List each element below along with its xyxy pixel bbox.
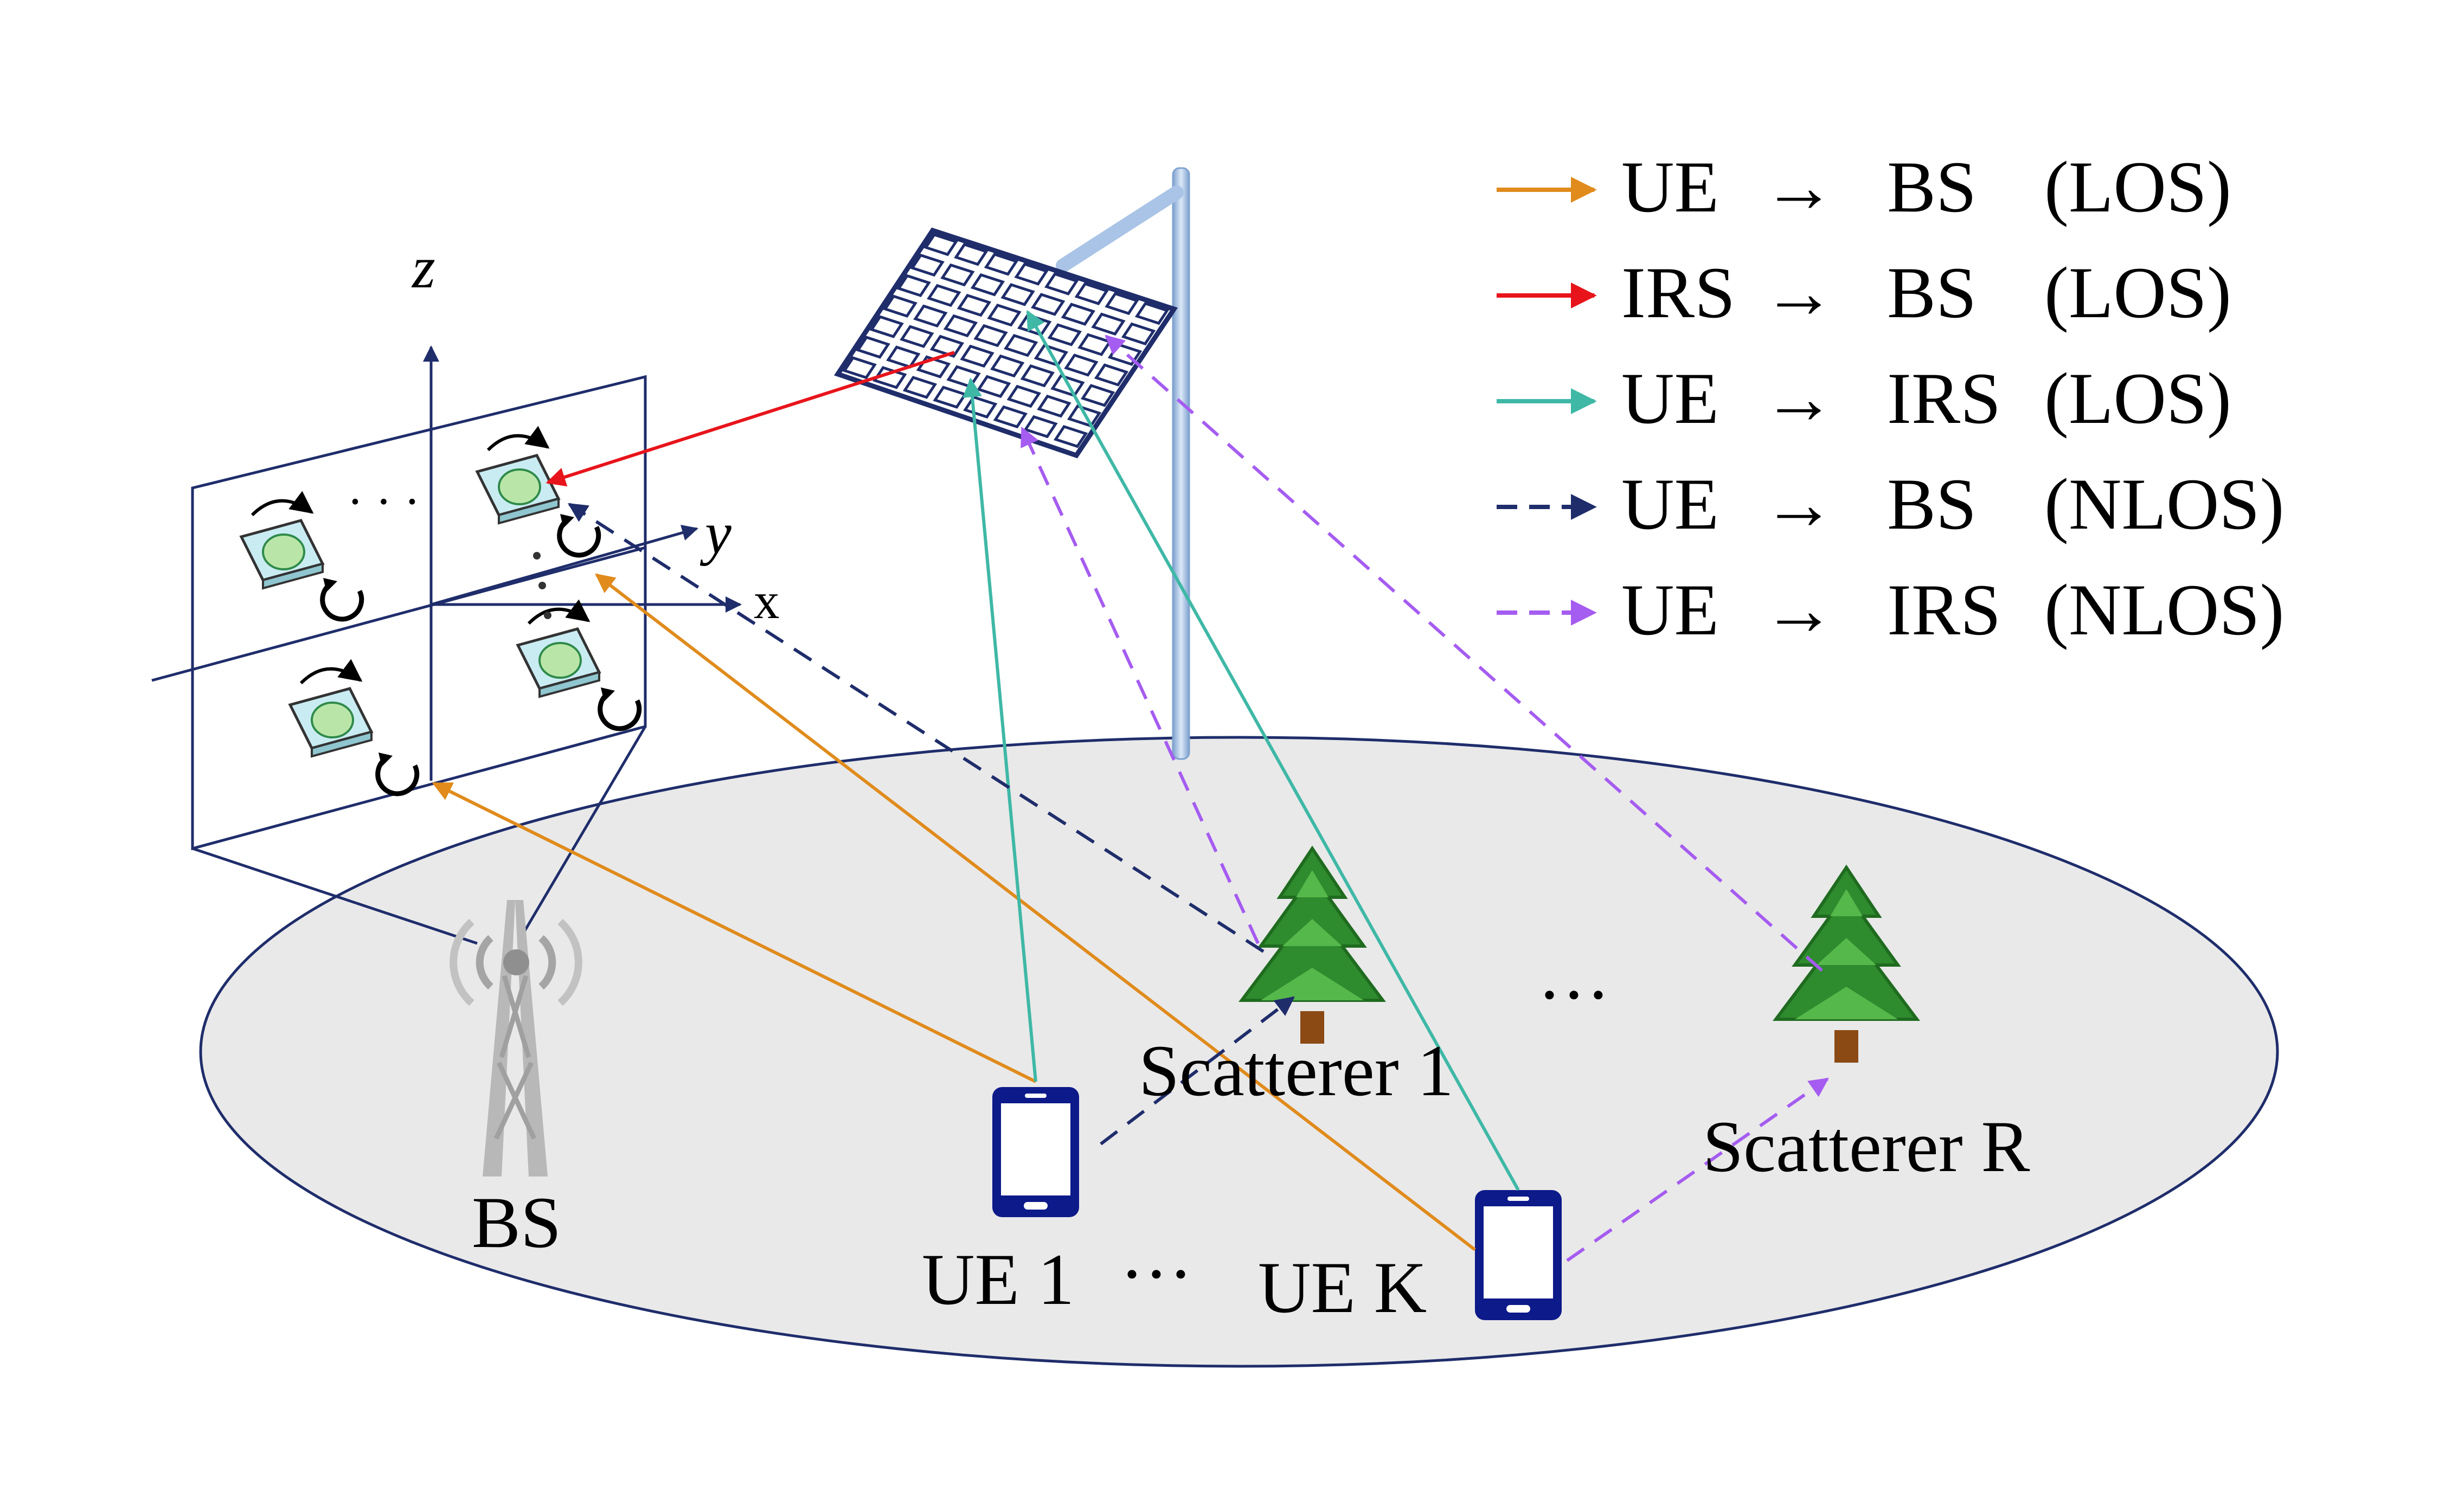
- irs-element: [1105, 292, 1139, 316]
- irs-element: [1094, 363, 1129, 387]
- bs-tower-icon: [450, 900, 582, 1176]
- irs-element: [1074, 282, 1109, 305]
- legend-arrow: →: [1762, 464, 1836, 545]
- bs-antenna-panel: z y x · · ·: [151, 234, 780, 945]
- irs-element: [856, 336, 890, 359]
- irs-element: [957, 293, 992, 317]
- irs-element: [1000, 283, 1035, 306]
- legend-to: IRS: [1887, 358, 2001, 439]
- irs-element: [1134, 301, 1170, 325]
- legend-from: UE: [1621, 464, 1719, 545]
- irs-element: [984, 253, 1019, 276]
- irs-element: [896, 274, 931, 298]
- irs-element: [1080, 384, 1115, 407]
- y-axis-label: y: [700, 500, 732, 566]
- irs-element: [869, 315, 904, 338]
- irs-element: [1091, 312, 1126, 336]
- irs-element: [943, 314, 978, 338]
- scatterer1-label: Scatterer 1: [1139, 1031, 1454, 1111]
- irs-element: [1020, 364, 1055, 388]
- legend-kind: (LOS): [2044, 147, 2231, 228]
- irs-element: [987, 303, 1022, 327]
- irs-element: [910, 253, 945, 277]
- irs-element: [1061, 303, 1095, 326]
- uek-label: UE K: [1258, 1248, 1427, 1328]
- irs-element: [929, 335, 965, 358]
- legend-arrow: →: [1762, 147, 1836, 228]
- y-axis: [431, 524, 698, 606]
- irs-element: [1006, 384, 1041, 408]
- irs-element: [900, 325, 934, 348]
- legend-kind: (LOS): [2044, 253, 2231, 333]
- irs-element: [913, 304, 948, 328]
- legend-from: IRS: [1621, 253, 1735, 333]
- ue-dots: ···: [1120, 1234, 1193, 1315]
- irs-element: [842, 356, 877, 380]
- irs-element: [1004, 333, 1038, 357]
- phone-icon: [992, 1087, 1079, 1217]
- irs-element: [1031, 293, 1066, 316]
- legend-to: BS: [1887, 464, 1977, 545]
- scattererR-label: Scatterer R: [1703, 1107, 2030, 1187]
- irs-element: [923, 233, 958, 256]
- legend-kind: (NLOS): [2044, 570, 2284, 651]
- legend-from: UE: [1621, 358, 1719, 439]
- legend-to: BS: [1887, 147, 1977, 228]
- z-axis-label: z: [411, 234, 435, 300]
- irs-element: [970, 273, 1005, 297]
- irs-element: [993, 405, 1028, 429]
- irs-element: [933, 385, 967, 409]
- legend-kind: (LOS): [2044, 358, 2231, 439]
- irs-element: [990, 354, 1025, 378]
- legend: UE → BS (LOS) IRS → BS (LOS) UE → IRS (LOS) UE → BS (NL…: [1497, 147, 2284, 651]
- irs-element: [902, 376, 938, 399]
- scatterer-dots: ···: [1537, 955, 1610, 1036]
- signal-paths: [432, 310, 1829, 1262]
- ground-area: [199, 736, 2279, 1368]
- irs-element: [1077, 333, 1112, 356]
- legend-from: UE: [1621, 147, 1719, 228]
- irs-element: [1053, 425, 1088, 448]
- irs-pole: [1056, 167, 1190, 760]
- irs-element: [883, 294, 917, 318]
- legend-from: UE: [1621, 570, 1719, 651]
- irs-element: [1044, 272, 1079, 295]
- irs-element: [960, 344, 994, 368]
- irs-element: [973, 324, 1008, 348]
- irs-element: [1064, 353, 1099, 377]
- irs-panel-icon: [834, 227, 1178, 459]
- legend-arrow: →: [1762, 570, 1836, 651]
- phone-icon: [1475, 1190, 1562, 1320]
- legend-arrow: →: [1762, 253, 1836, 333]
- legend-arrow: →: [1762, 358, 1836, 439]
- irs-element: [940, 263, 975, 287]
- irs-element: [1047, 323, 1082, 346]
- legend-to: IRS: [1887, 570, 2001, 651]
- legend-kind: (NLOS): [2044, 464, 2284, 545]
- x-axis-label: x: [754, 572, 780, 629]
- irs-element: [1121, 322, 1156, 346]
- irs-element: [927, 284, 961, 307]
- bs-label: BS: [472, 1182, 561, 1263]
- irs-element: [1014, 262, 1049, 286]
- irs-element: [1037, 394, 1071, 418]
- elements-dots-horizontal: · · ·: [347, 475, 420, 529]
- irs-element: [954, 243, 989, 266]
- legend-to: BS: [1887, 253, 1977, 333]
- ue1-label: UE 1: [922, 1239, 1074, 1320]
- elements-dots-vertical: [533, 552, 551, 619]
